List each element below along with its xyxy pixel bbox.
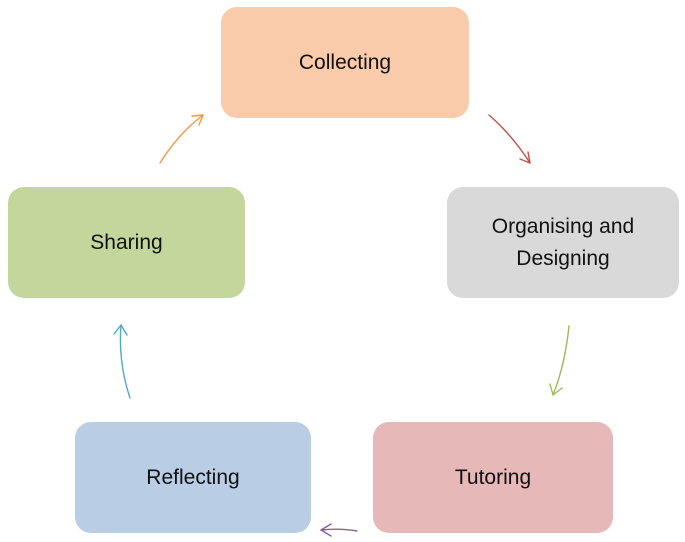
arrow-sharing-to-collecting — [159, 114, 204, 164]
arrow-tutoring-to-reflecting — [320, 523, 358, 537]
node-organising-label: Organising and Designing — [491, 214, 635, 270]
node-collecting: Collecting — [221, 7, 469, 118]
node-sharing: Sharing — [8, 187, 245, 298]
node-tutoring: Tutoring — [373, 422, 613, 533]
node-tutoring-label: Tutoring — [454, 465, 532, 489]
node-organising-and-designing: Organising and Designing — [447, 187, 679, 298]
node-reflecting-label: Reflecting — [146, 465, 240, 489]
node-reflecting: Reflecting — [75, 422, 311, 533]
node-collecting-label: Collecting — [298, 50, 392, 74]
arrow-reflecting-to-sharing — [113, 324, 131, 399]
node-sharing-label: Sharing — [90, 230, 163, 254]
arrow-organising-to-tutoring — [549, 325, 570, 396]
arrow-collecting-to-organising — [488, 114, 531, 164]
